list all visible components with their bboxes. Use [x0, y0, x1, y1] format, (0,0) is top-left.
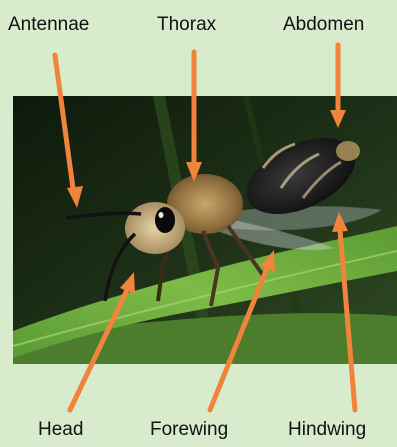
arrow-thorax-head	[186, 162, 202, 182]
arrow-head-head	[120, 272, 135, 294]
arrow-hindwing-head	[332, 212, 348, 232]
arrow-antennae	[55, 55, 74, 196]
arrow-abdomen-head	[330, 110, 346, 128]
arrow-head	[70, 288, 128, 410]
arrow-forewing-head	[260, 250, 275, 272]
arrow-hindwing	[340, 230, 355, 410]
arrow-antennae-head	[67, 186, 83, 208]
arrow-forewing	[210, 266, 268, 410]
